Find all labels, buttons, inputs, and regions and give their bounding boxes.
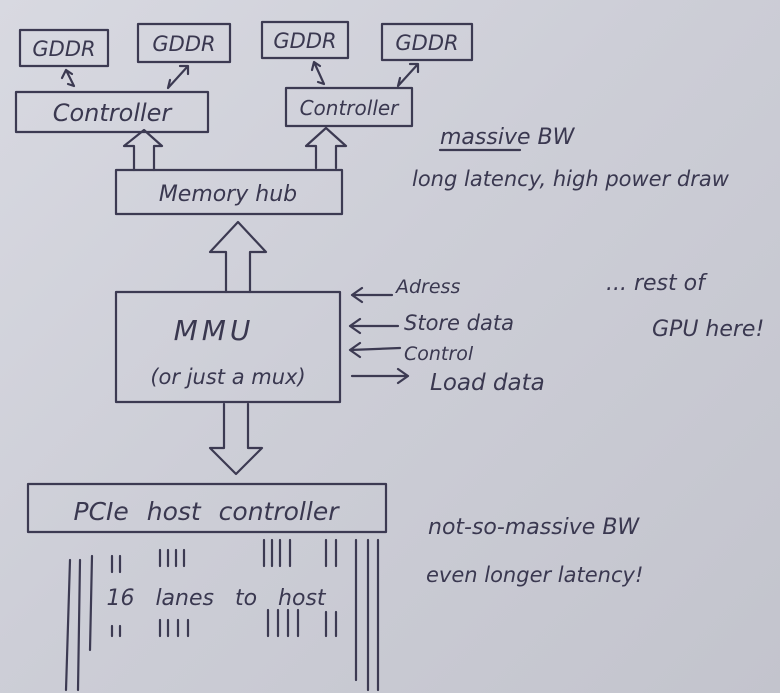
mmu-subtitle: (or just a mux) [150,365,305,389]
mmu-pcie-arrow [208,402,264,476]
pcie-label: PCIe host controller [74,497,341,526]
mmu-input-address: Adress [394,276,460,298]
mmu-to-hub-arrow [208,220,268,294]
memory-hub: Memory hub [114,168,344,216]
gddr-chip-2: GDDR [136,22,232,64]
controller-left: Controller [14,90,210,134]
top-note-line-1: massive BW [440,125,576,150]
gddr-label-2: GDDR [152,32,215,56]
mmu-side-arrows [348,286,410,385]
mmu-box: MMU (or just a mux) [114,290,342,404]
gddr-chip-4: GDDR [380,22,474,62]
hub-to-controller-arrows [122,126,348,172]
pcie-lanes [64,538,380,692]
controller-right: Controller [284,86,414,128]
pcie-host-controller: PCIe host controller [26,482,388,534]
rest-of-gpu-line-1: ... rest of [606,271,708,296]
gddr-label-4: GDDR [395,31,458,55]
memory-hub-label: Memory hub [159,182,297,207]
controller-left-label: Controller [53,99,174,127]
rest-of-gpu-line-2: GPU here! [652,317,764,342]
gddr-label-1: GDDR [32,37,95,61]
gddr-chip-3: GDDR [260,20,350,60]
lanes-label: 16 lanes to host [106,586,326,611]
mmu-output-load: Load data [430,370,545,396]
gddr-controller-links [60,60,420,90]
top-note: massive BW long latency, high power draw [412,125,730,191]
bottom-note-line-1: not-so-massive BW [428,515,640,540]
gddr-label-3: GDDR [273,29,336,53]
top-note-line-2: long latency, high power draw [412,167,730,191]
controller-right-label: Controller [300,96,401,120]
mmu-input-control: Control [404,343,474,365]
mmu-title: MMU [174,314,255,347]
bottom-note-line-2: even longer latency! [426,563,643,587]
gddr-chip-1: GDDR [18,28,110,68]
mmu-input-store: Store data [404,311,514,335]
